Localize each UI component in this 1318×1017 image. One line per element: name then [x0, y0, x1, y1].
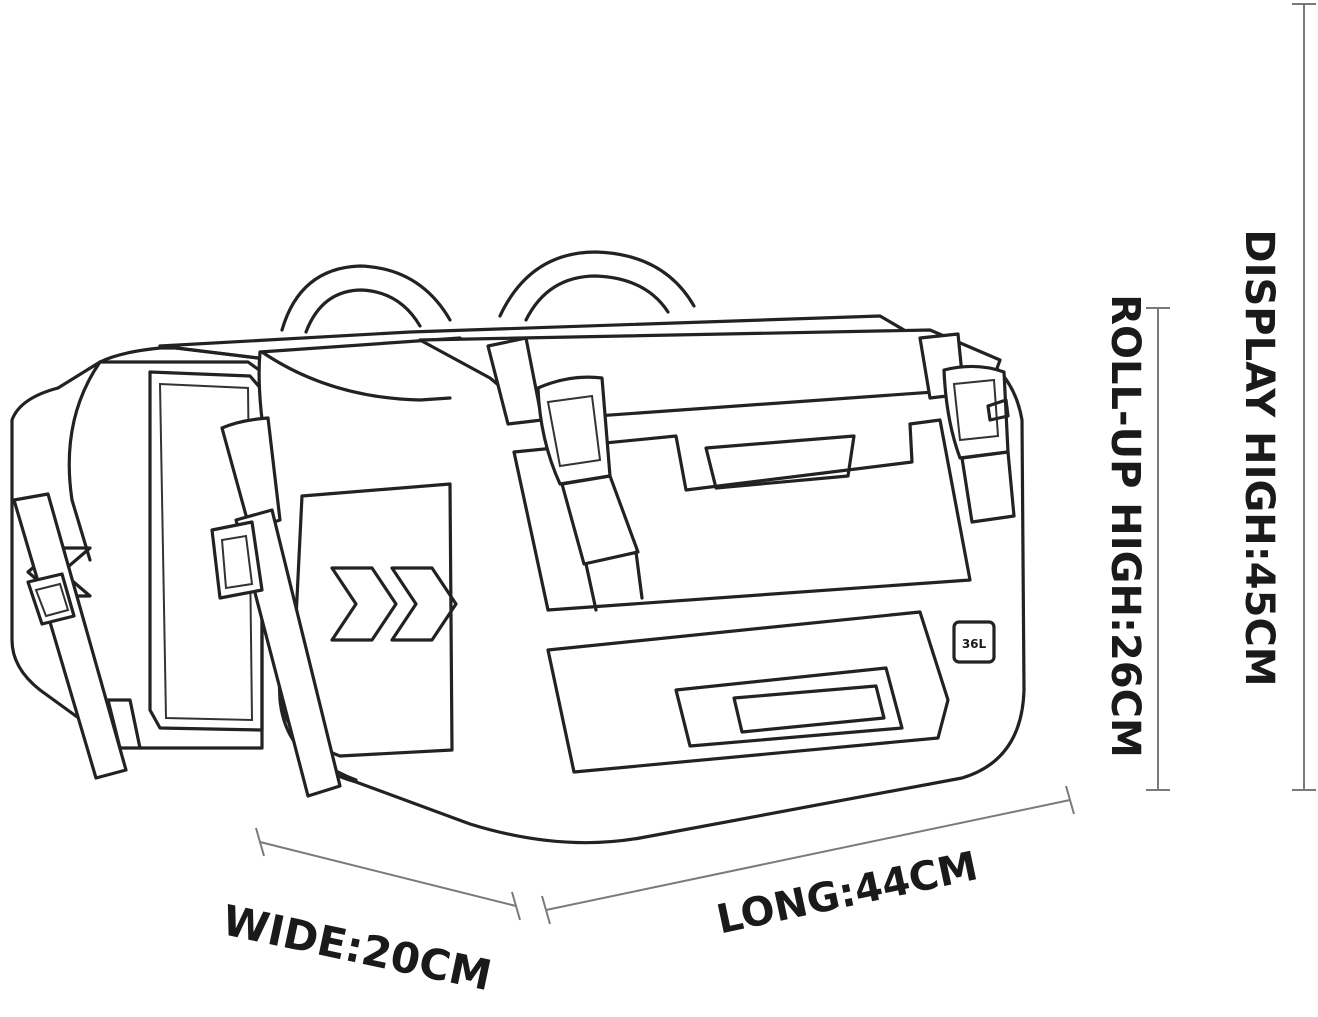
wide-dimension-line	[259, 841, 517, 907]
capacity-badge: 36L	[962, 637, 987, 651]
long-dimension-line	[545, 799, 1071, 911]
dimension-lines	[255, 3, 1316, 925]
long-dimension-label: LONG:44CM	[713, 843, 982, 943]
display-high-dimension-label: DISPLAY HIGH:45CM	[1236, 229, 1282, 686]
wide-dimension-label: WIDE:20CM	[218, 895, 496, 1000]
rear-bag-drawing	[10, 346, 264, 780]
carry-handles	[280, 250, 696, 334]
rollup-high-dimension-label: ROLL-UP HIGH:26CM	[1102, 294, 1148, 758]
front-bag-drawing: 36L	[210, 328, 1026, 845]
